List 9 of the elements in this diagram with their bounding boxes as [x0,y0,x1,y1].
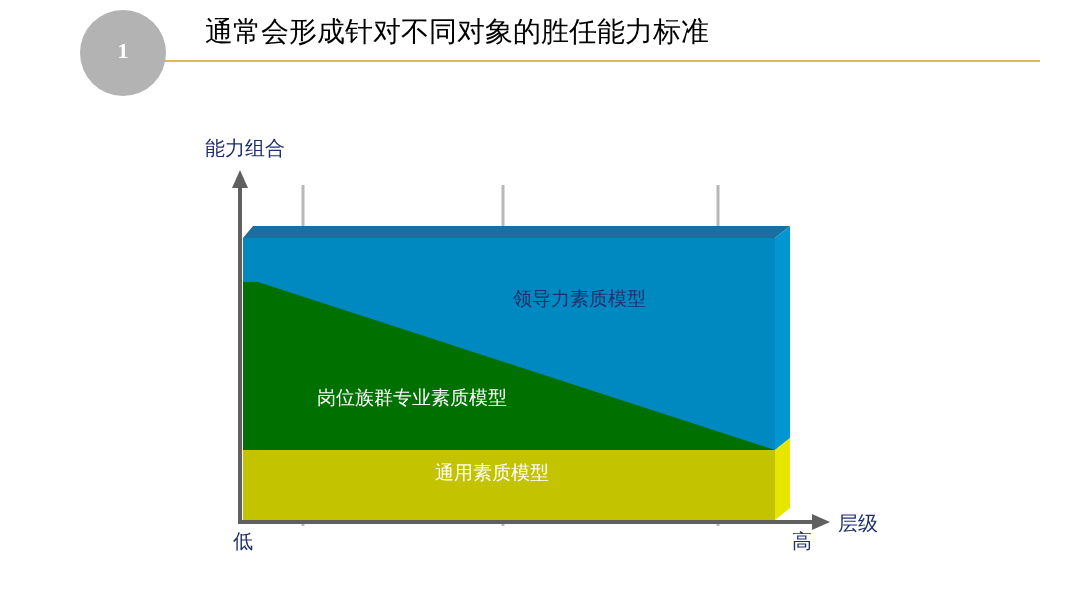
y-axis-label: 能力组合 [205,137,285,159]
area-label: 领导力素质模型 [513,287,646,309]
axis-tick-label: 低 [233,530,253,552]
area-label: 通用素质模型 [435,461,549,483]
badge-number: 1 [116,40,130,62]
x-axis-label: 层级 [838,512,878,534]
axis-tick-label: 高 [792,530,812,552]
slide-title: 通常会形成针对不同对象的胜任能力标准 [205,14,709,50]
area-label: 岗位族群专业素质模型 [317,386,507,408]
